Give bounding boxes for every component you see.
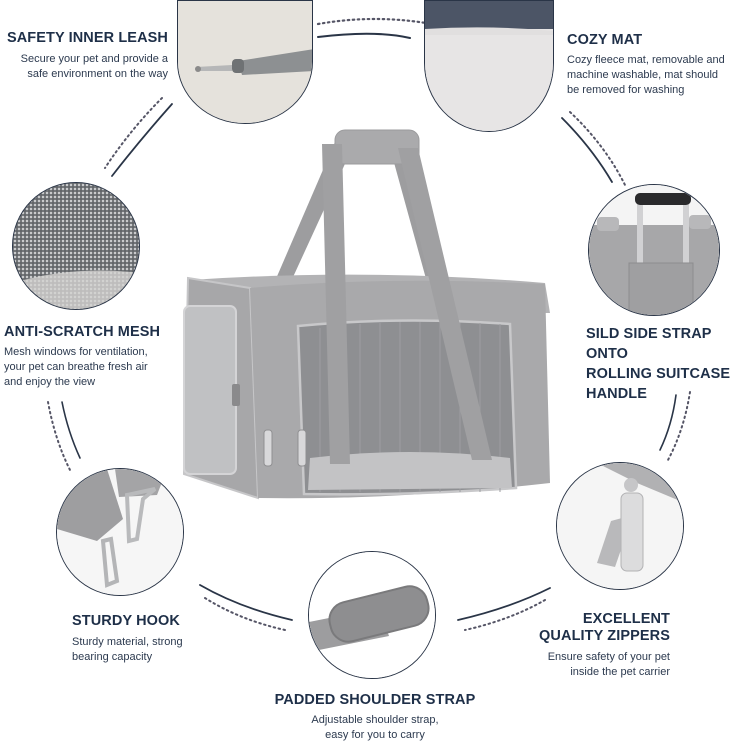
feature-title: HANDLE: [586, 386, 648, 402]
hook-detail-image: [56, 468, 184, 596]
feature-desc: and enjoy the view: [4, 376, 96, 388]
feature-title: ANTI-SCRATCH MESH: [4, 324, 161, 340]
suitcase-strap-detail-image: [588, 184, 720, 316]
feature-desc: easy for you to carry: [325, 729, 425, 741]
feature-side-strap: SILD SIDE STRAP ONTO ROLLING SUITCASE HA…: [586, 324, 750, 404]
feature-desc: Mesh windows for ventilation,: [4, 346, 148, 358]
feature-title: SILD SIDE STRAP ONTO: [586, 326, 712, 362]
feature-sturdy-hook: STURDY HOOK Sturdy material, strong bear…: [72, 613, 242, 665]
pet-carrier-image: [182, 129, 550, 500]
feature-cozy-mat: COZY MAT Cozy fleece mat, removable and …: [567, 32, 750, 98]
feature-desc: bearing capacity: [72, 651, 153, 663]
feature-desc: Sturdy material, strong: [72, 636, 183, 648]
feature-desc: Ensure safety of your pet: [547, 651, 670, 663]
feature-desc: inside the pet carrier: [570, 666, 670, 678]
feature-title: EXCELLENT: [582, 611, 670, 627]
mesh-detail-image: [12, 182, 140, 310]
feature-title: PADDED SHOULDER STRAP: [274, 692, 476, 708]
feature-desc: Cozy fleece mat, removable and: [567, 54, 725, 66]
feature-quality-zippers: EXCELLENT QUALITY ZIPPERS Ensure safety …: [500, 611, 670, 680]
feature-desc: machine washable, mat should: [567, 69, 719, 81]
feature-title: ROLLING SUITCASE: [586, 366, 731, 382]
cozy-mat-detail-image: [424, 0, 554, 132]
feature-padded-shoulder-strap: PADDED SHOULDER STRAP Adjustable shoulde…: [225, 692, 525, 743]
zipper-detail-image: [556, 462, 684, 590]
shoulder-pad-detail-image: [308, 551, 436, 679]
feature-desc: Adjustable shoulder strap,: [311, 714, 439, 726]
feature-anti-scratch-mesh: ANTI-SCRATCH MESH Mesh windows for venti…: [4, 324, 194, 390]
feature-safety-leash: SAFETY INNER LEASH Secure your pet and p…: [0, 30, 168, 82]
feature-desc: be removed for washing: [567, 84, 685, 96]
feature-title: COZY MAT: [567, 32, 643, 48]
feature-desc: Secure your pet and provide a: [20, 53, 168, 65]
feature-title: STURDY HOOK: [72, 613, 180, 629]
leash-icon: [178, 1, 312, 123]
feature-title: SAFETY INNER LEASH: [6, 30, 168, 46]
feature-title: QUALITY ZIPPERS: [539, 628, 670, 644]
feature-desc: safe environment on the way: [27, 68, 168, 80]
feature-desc: your pet can breathe fresh air: [4, 361, 148, 373]
leash-detail-image: [177, 0, 313, 124]
